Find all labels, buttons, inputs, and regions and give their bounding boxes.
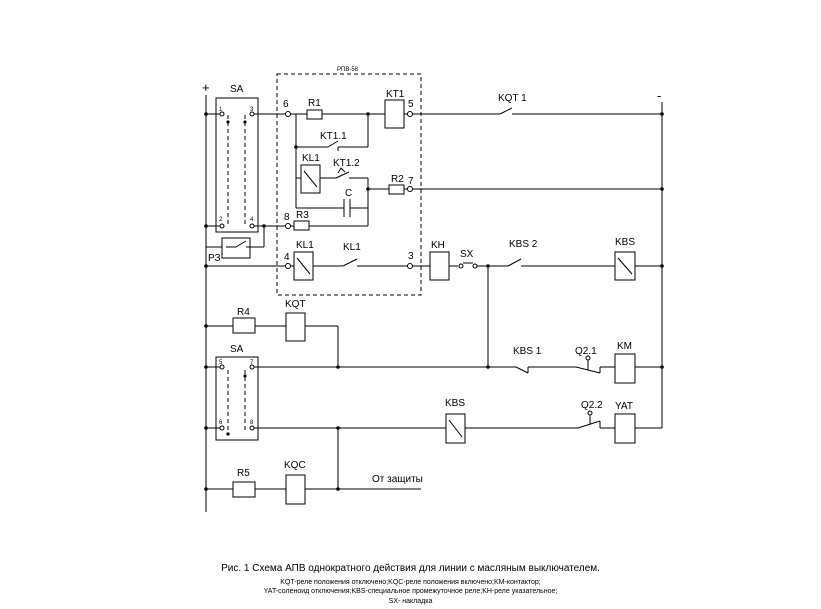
svg-text:KL1: KL1 (343, 242, 361, 253)
solenoid-yat (614, 413, 636, 444)
svg-text:KL1: KL1 (296, 240, 314, 251)
svg-text:R4: R4 (237, 307, 250, 318)
svg-text:YAT: YAT (615, 401, 633, 412)
svg-text:R2: R2 (391, 174, 404, 185)
terminal-8 (285, 223, 291, 229)
resistor-r1 (306, 109, 323, 120)
resistor-r5 (232, 481, 256, 498)
contact-kt1-1 (327, 140, 339, 148)
svg-text:KQT: KQT (285, 299, 306, 310)
resistor-r4 (232, 317, 256, 334)
resistor-r2 (388, 184, 405, 195)
contact-kbs1 (515, 366, 529, 374)
contact-kt1-2 (335, 171, 350, 179)
contact-kqt1 (499, 107, 513, 115)
legend-line-1: KQT-реле положения отключено;KQC-реле по… (280, 579, 541, 586)
legend-line-2: YAT-соленоид отключения;KBS-специальное … (263, 588, 558, 595)
svg-text:5: 5 (408, 99, 414, 110)
sa-top-label: SA (230, 84, 244, 95)
svg-text:6: 6 (283, 99, 289, 110)
svg-text:7: 7 (408, 176, 414, 187)
sa-top-switch (215, 97, 259, 233)
svg-text:KT1: KT1 (386, 89, 405, 100)
svg-text:РЗ: РЗ (208, 253, 221, 264)
svg-text:8: 8 (284, 212, 290, 223)
svg-text:7: 7 (250, 360, 254, 366)
svg-text:6: 6 (219, 420, 223, 426)
svg-text:R1: R1 (308, 98, 321, 109)
sa-pin-2: 2 (219, 217, 223, 223)
relay-kh (429, 251, 450, 281)
sa-pin-4: 4 (250, 217, 254, 223)
svg-text:KT1.1: KT1.1 (320, 131, 347, 142)
svg-text:5: 5 (219, 360, 223, 366)
svg-text:8: 8 (250, 420, 254, 426)
svg-text:KBS 2: KBS 2 (509, 239, 538, 250)
svg-text:R3: R3 (296, 210, 309, 221)
svg-text:KT1.2: KT1.2 (333, 158, 360, 169)
terminal-6 (285, 111, 291, 117)
svg-text:KL1: KL1 (302, 153, 320, 164)
rpv58-block (276, 73, 422, 296)
svg-text:KBS: KBS (445, 398, 465, 409)
relay-kqc (285, 474, 306, 505)
svg-text:C: C (345, 188, 352, 199)
contactor-km (614, 353, 636, 384)
legend-line-3: SX- накладка (388, 598, 433, 605)
terminal-3 (407, 263, 413, 269)
svg-text:4: 4 (284, 252, 290, 263)
contact-q22 (577, 420, 601, 429)
svg-text:KM: KM (617, 341, 632, 352)
contact-kbs2 (507, 258, 522, 267)
sa-bottom-label: SA (230, 344, 244, 355)
svg-text:Q2.2: Q2.2 (581, 400, 603, 411)
terminal-5 (407, 111, 413, 117)
figure-caption: Рис. 1 Схема АПВ однократного действия д… (221, 563, 600, 574)
svg-text:KBS 1: KBS 1 (513, 346, 542, 357)
terminal-4 (285, 263, 291, 269)
svg-text:R5: R5 (237, 468, 250, 479)
svg-text:KBS: KBS (615, 237, 635, 248)
from-protection-label: От защиты (372, 474, 423, 485)
rpv58-label: РПВ-58 (337, 67, 359, 73)
svg-text:KQT 1: KQT 1 (498, 93, 527, 104)
minus-label: - (657, 88, 661, 103)
sa-pin-1: 1 (219, 107, 223, 113)
svg-text:3: 3 (408, 251, 414, 262)
svg-text:KQC: KQC (284, 460, 306, 471)
sa-pin-3: 3 (250, 107, 254, 113)
svg-text:SX: SX (460, 249, 474, 260)
relay-kt1 (384, 99, 405, 129)
terminal-7 (407, 186, 413, 192)
relay-kqt (285, 312, 306, 342)
svg-text:KH: KH (431, 240, 445, 251)
contact-kl1 (342, 258, 358, 267)
plus-label: + (202, 80, 210, 95)
jumper-sx (458, 263, 464, 269)
resistor-r3 (293, 220, 310, 231)
svg-text:Q2.1: Q2.1 (575, 346, 597, 357)
